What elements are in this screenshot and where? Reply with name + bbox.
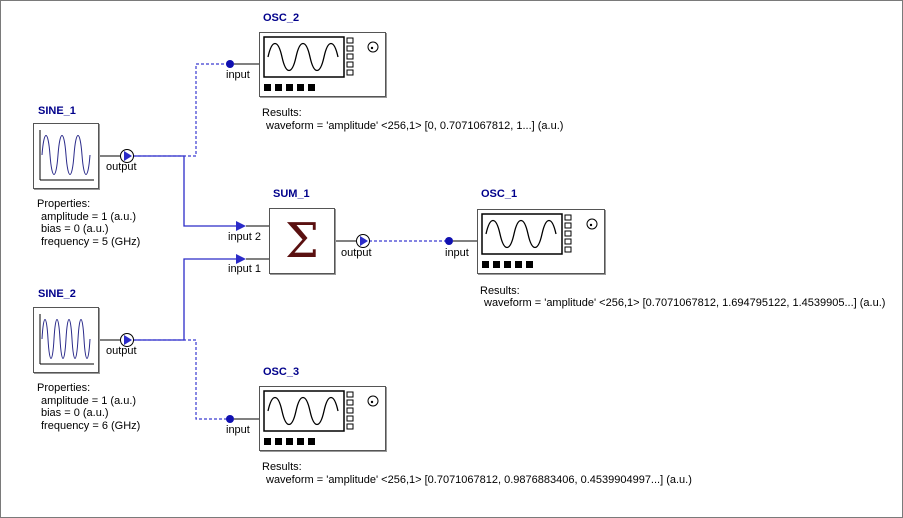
sine2-output-label: output bbox=[106, 345, 137, 357]
sine1-block[interactable] bbox=[33, 123, 99, 189]
osc3-title: OSC_3 bbox=[263, 366, 300, 378]
sum1-output-label: output bbox=[341, 247, 372, 259]
wire-sine1-to-osc2 bbox=[133, 63, 230, 157]
sum1-block[interactable]: Σ bbox=[269, 208, 335, 274]
property-bias: bias = 0 (a.u.) bbox=[41, 407, 109, 419]
wire-sine1-to-sum-input2 bbox=[133, 155, 239, 227]
oscilloscope-icon bbox=[481, 213, 598, 268]
osc2-result-waveform: waveform = 'amplitude' <256,1> [0, 0.707… bbox=[266, 120, 564, 132]
wire-sine2-to-osc3 bbox=[133, 339, 230, 420]
oscilloscope-icon bbox=[263, 36, 379, 91]
osc3-results-heading: Results: bbox=[262, 461, 302, 473]
oscilloscope-icon bbox=[263, 390, 379, 445]
properties-heading: Properties: bbox=[37, 382, 91, 394]
sum1-title: SUM_1 bbox=[273, 188, 310, 200]
sine1-properties: Properties: amplitude = 1 (a.u.) bias = … bbox=[37, 198, 140, 248]
sigma-icon: Σ bbox=[285, 213, 319, 269]
osc2-input-label: input bbox=[226, 69, 250, 81]
property-frequency: frequency = 5 (GHz) bbox=[41, 235, 141, 248]
osc3-input-label: input bbox=[226, 424, 250, 436]
sum1-output-port-icon[interactable] bbox=[335, 234, 370, 248]
sum1-input2-arrow-icon[interactable] bbox=[236, 221, 269, 231]
sum1-input1-label: input 1 bbox=[228, 263, 262, 275]
osc1-input-label: input bbox=[445, 247, 469, 259]
osc2-input-port-icon[interactable] bbox=[226, 60, 259, 68]
sine2-output-port-icon[interactable] bbox=[98, 333, 134, 347]
sine1-output-label: output bbox=[106, 161, 137, 173]
sine-wave-icon bbox=[39, 130, 94, 181]
sum1-input2-label: input 2 bbox=[228, 231, 262, 243]
property-amplitude: amplitude = 1 (a.u.) bbox=[41, 394, 137, 407]
osc2-title: OSC_2 bbox=[263, 12, 300, 24]
osc2-results-heading: Results: bbox=[262, 107, 302, 119]
property-frequency: frequency = 6 (GHz) bbox=[41, 419, 141, 432]
sum1-input1-arrow-icon[interactable] bbox=[236, 254, 269, 264]
properties-heading: Properties: bbox=[37, 198, 91, 210]
osc1-title: OSC_1 bbox=[481, 188, 518, 200]
wire-sine2-to-sum-input1 bbox=[133, 258, 239, 341]
osc1-input-port-icon[interactable] bbox=[445, 237, 477, 245]
osc2-block[interactable] bbox=[259, 32, 386, 97]
sine-wave-icon bbox=[39, 314, 94, 365]
osc3-input-port-icon[interactable] bbox=[226, 415, 259, 423]
osc1-block[interactable] bbox=[477, 209, 605, 274]
sine2-title: SINE_2 bbox=[38, 288, 76, 300]
sine1-output-port-icon[interactable] bbox=[98, 149, 134, 163]
sine2-properties: Properties: amplitude = 1 (a.u.) bias = … bbox=[37, 382, 140, 432]
osc1-results-heading: Results: bbox=[480, 285, 520, 297]
osc3-result-waveform: waveform = 'amplitude' <256,1> [0.707106… bbox=[266, 474, 692, 486]
osc3-block[interactable] bbox=[259, 386, 386, 451]
property-amplitude: amplitude = 1 (a.u.) bbox=[41, 210, 137, 223]
property-bias: bias = 0 (a.u.) bbox=[41, 223, 109, 235]
osc1-result-waveform: waveform = 'amplitude' <256,1> [0.707106… bbox=[484, 297, 886, 309]
sine1-title: SINE_1 bbox=[38, 105, 76, 117]
sine2-block[interactable] bbox=[33, 307, 99, 373]
